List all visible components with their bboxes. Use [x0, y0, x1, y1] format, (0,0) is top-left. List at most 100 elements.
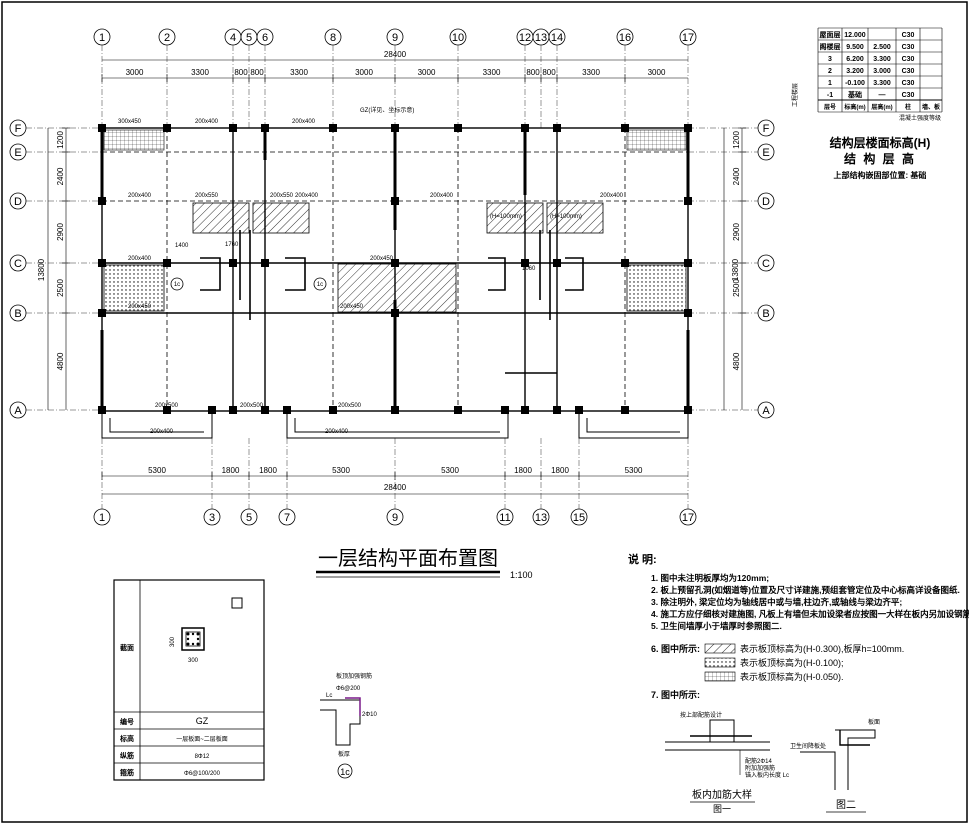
hole-dim: 1400 [175, 243, 189, 249]
legend-item: 表示板顶标高为(H-0.100); [740, 657, 844, 668]
column [98, 197, 106, 205]
beam-label: 200x550 [195, 193, 219, 199]
slab-thickness-label: (H=100mm) [550, 214, 582, 220]
column [208, 406, 216, 414]
top-axis-label: 1 [99, 32, 105, 44]
column-section [181, 627, 205, 651]
dim-value: 1800 [222, 466, 240, 475]
top-axis-label: 9 [392, 32, 398, 44]
right-axis-label: C [762, 258, 770, 270]
dim-value: 800 [234, 68, 248, 77]
elev-cell: C30 [902, 68, 915, 75]
dim-value: 1800 [259, 466, 277, 475]
elev-grade-note: 混凝土强度等级 [899, 114, 941, 122]
column [521, 259, 529, 267]
col-row-value: Φ6@100/200 [184, 771, 221, 777]
top-axis-label: 2 [164, 32, 170, 44]
section-tag-bubble [313, 277, 327, 291]
left-axis-label: B [14, 308, 21, 320]
dim-value: 5300 [441, 466, 459, 475]
beam-label: 200x450 [128, 304, 152, 310]
column [98, 309, 106, 317]
slab-thickness-label: (H=100mm) [490, 214, 522, 220]
column [391, 406, 399, 414]
dim-value: 4800 [56, 352, 65, 370]
column [684, 259, 692, 267]
beam-label: 200x400 [195, 119, 219, 125]
col-row-value: GZ [196, 716, 209, 726]
right-axis-label: A [762, 405, 770, 417]
slab-lowered-3 [486, 202, 544, 234]
legend-item: 表示板顶标高为(H-0.300),板厚h=100mm. [740, 643, 904, 654]
dim-value: 2400 [732, 167, 741, 185]
top-axis-label: 5 [246, 32, 252, 44]
axis-gridlines [26, 45, 758, 509]
elev-side-label: 工程楼层 [791, 83, 799, 107]
detail-lc: Lc [326, 693, 332, 699]
elev-cell: 3 [828, 56, 832, 63]
right-axis-label: D [762, 196, 770, 208]
top-axis-label: 10 [452, 32, 464, 44]
section-dim: 1760 [225, 242, 239, 248]
elev-cell: C30 [902, 56, 915, 63]
elev-cell: 3.300 [873, 80, 891, 87]
fig1-note: 按上部配筋设计 [680, 711, 722, 719]
column [391, 309, 399, 317]
beam-label: 200x400 [150, 429, 174, 435]
column [621, 259, 629, 267]
beam-label: 200x400 [128, 256, 152, 262]
bottom-axis-label: 9 [392, 512, 398, 524]
section-label: 截面 [120, 643, 134, 652]
elev-cell: 12.000 [844, 32, 866, 39]
beam-label: 200x400 [295, 193, 319, 199]
bottom-axis-label: 3 [209, 512, 215, 524]
dim-value: 3300 [483, 68, 501, 77]
beam-label: 200x500 [155, 403, 179, 409]
detail-bubble [337, 763, 353, 779]
column [575, 406, 583, 414]
column [684, 124, 692, 132]
beam-label: 200x500 [338, 403, 362, 409]
col-row-label: 纵筋 [120, 751, 134, 760]
col-row-label: 箍筋 [120, 768, 134, 777]
dim-value: 5300 [625, 466, 643, 475]
elev-cell: 3.300 [873, 56, 891, 63]
detail-note: Φ6@200 [336, 686, 361, 692]
left-axis-label: C [14, 258, 22, 270]
dim-value: 4800 [732, 352, 741, 370]
right-axis-label: B [762, 308, 769, 320]
column [391, 197, 399, 205]
beam-label: 200x500 [240, 403, 264, 409]
drawing-title: 一层结构平面布置图 [318, 546, 498, 570]
note-6: 6. 图中所示: [651, 643, 700, 654]
dim-value: 2400 [56, 167, 65, 185]
beam-label: 200x400 [128, 193, 152, 199]
col-dim: 300 [188, 658, 199, 664]
dim-value: 3300 [290, 68, 308, 77]
beam-label: 200x550 [270, 193, 294, 199]
top-axis-label: 4 [230, 32, 236, 44]
elev-cell: C30 [902, 92, 915, 99]
left-axis-label: F [15, 123, 22, 135]
dim-value: 1800 [551, 466, 569, 475]
dim-value: 800 [250, 68, 264, 77]
column [621, 124, 629, 132]
col-row-value: 8Φ12 [195, 754, 210, 760]
detail-note: 板顶加强钢筋 [336, 672, 372, 680]
elev-footer-cell: 标高(m) [843, 103, 865, 111]
slab-toilet-2 [626, 264, 687, 312]
column [229, 259, 237, 267]
elev-footer-cell: 层高(m) [871, 103, 892, 111]
elev-footer-cell: 层号 [824, 103, 836, 111]
bottom-axis-label: 17 [682, 512, 694, 524]
elev-caption-1: 结构层楼面标高(H) [830, 135, 931, 150]
right-axis-label: F [763, 123, 770, 135]
elev-cell: C30 [902, 44, 915, 51]
column [684, 309, 692, 317]
legend-grid-swatch [704, 671, 736, 682]
